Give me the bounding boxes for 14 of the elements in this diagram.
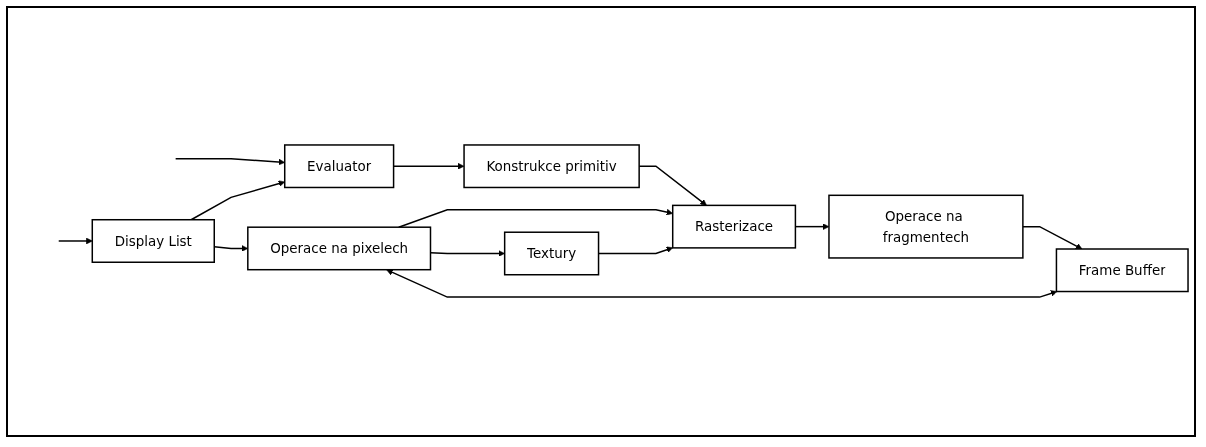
arrow bbox=[1022, 226, 1083, 250]
node-box bbox=[283, 144, 395, 189]
arrow bbox=[190, 180, 285, 221]
node-box bbox=[463, 144, 640, 189]
arrow bbox=[386, 269, 1058, 299]
node-box bbox=[91, 219, 215, 264]
arrow bbox=[57, 238, 93, 245]
node-box bbox=[1055, 248, 1189, 293]
node-box bbox=[671, 205, 797, 250]
node-box bbox=[503, 231, 600, 276]
node-box bbox=[828, 195, 1024, 260]
diagram-frame: Display List Evaluator Konstrukce primitiv Rasterizace Operace na fragmentech Frame Buffer Operace na pixelech Textury bbox=[6, 6, 1196, 437]
arrow bbox=[174, 158, 285, 166]
node-box bbox=[247, 226, 432, 271]
